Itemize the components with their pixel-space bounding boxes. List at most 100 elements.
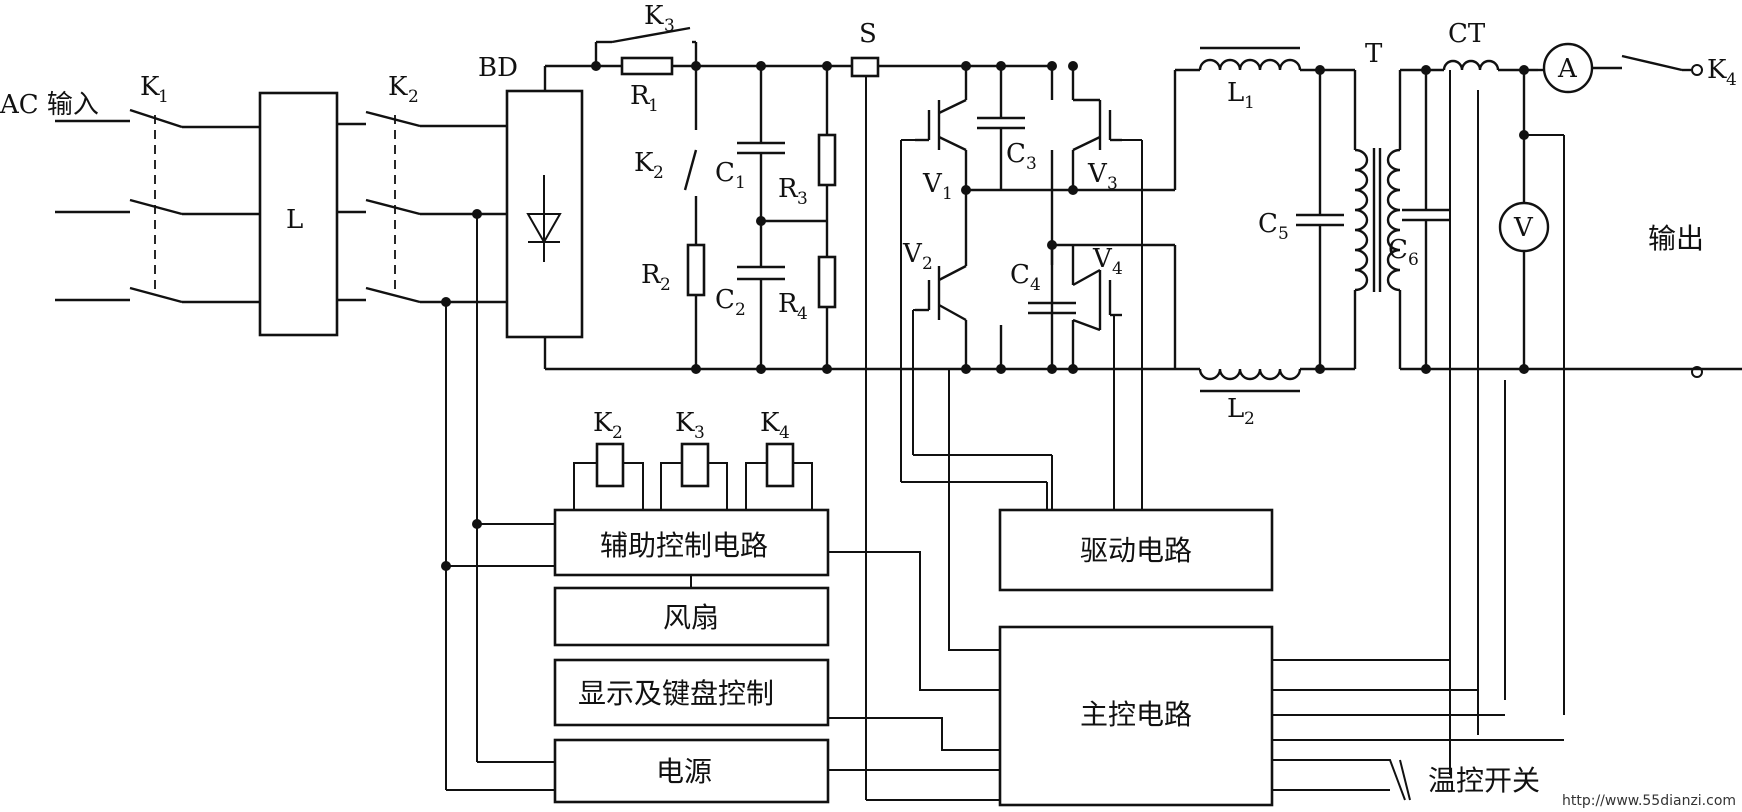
svg-text:L: L xyxy=(1227,78,1244,108)
transformer-t xyxy=(1354,148,1401,292)
v3-label: V 3 xyxy=(1087,159,1118,194)
svg-text:R: R xyxy=(630,81,651,111)
k3-top-label: K 3 xyxy=(644,1,675,36)
svg-text:C: C xyxy=(1258,209,1278,239)
v4-label: V 4 xyxy=(1092,244,1123,279)
k2-main-switch xyxy=(365,110,421,304)
relay-k3-coil xyxy=(660,442,728,510)
svg-text:C: C xyxy=(715,158,735,188)
svg-text:4: 4 xyxy=(797,304,808,324)
fan-block xyxy=(553,586,830,647)
v1-label: V 1 xyxy=(922,169,953,204)
aux-control-block xyxy=(553,508,830,577)
svg-text:K: K xyxy=(760,408,780,438)
v2-label: V 2 xyxy=(902,239,933,274)
relay-k4-label: K 4 xyxy=(760,408,790,443)
c5-label: C 5 xyxy=(1258,209,1289,244)
relay-k2-label: K 2 xyxy=(593,408,623,443)
r2-label: R 2 xyxy=(641,260,671,295)
svg-text:2: 2 xyxy=(735,300,746,320)
svg-text:L: L xyxy=(1227,394,1244,424)
output-label: 输出 xyxy=(1648,222,1704,255)
svg-text:2: 2 xyxy=(653,163,664,183)
aux-control-label: 辅助控制电路 xyxy=(600,529,768,562)
l-filter-block xyxy=(258,91,339,337)
r3-resistor xyxy=(817,133,837,187)
diode-icon xyxy=(526,175,562,262)
t-label: T xyxy=(1365,39,1383,69)
igbt-v3 xyxy=(1072,98,1122,152)
svg-text:K: K xyxy=(675,408,695,438)
display-keyboard-block xyxy=(553,658,830,727)
r3-label: R 3 xyxy=(778,174,808,209)
voltmeter-label: V xyxy=(1513,213,1534,243)
inductor-l2 xyxy=(1198,368,1302,393)
l2-label: L 2 xyxy=(1227,394,1255,429)
ct-label: CT xyxy=(1448,19,1486,49)
r4-label: R 4 xyxy=(778,289,808,324)
fan-label: 风扇 xyxy=(663,601,719,634)
svg-text:C: C xyxy=(1006,139,1026,169)
svg-text:C: C xyxy=(1388,235,1408,265)
svg-text:1: 1 xyxy=(648,96,659,116)
igbt-v4 xyxy=(1072,268,1122,332)
svg-text:4: 4 xyxy=(1726,70,1737,90)
s-label: S xyxy=(859,19,877,49)
driver-label: 驱动电路 xyxy=(1080,534,1192,567)
k4-output-switch xyxy=(1621,54,1683,72)
svg-text:1: 1 xyxy=(942,184,953,204)
watermark: http://www.55dianzi.com xyxy=(1562,793,1736,809)
svg-text:2: 2 xyxy=(612,423,623,443)
svg-text:4: 4 xyxy=(779,423,790,443)
svg-text:K: K xyxy=(593,408,613,438)
svg-text:1: 1 xyxy=(735,173,746,193)
relay-k2-coil xyxy=(573,442,644,510)
driver-block xyxy=(998,508,1274,592)
svg-text:C: C xyxy=(1010,260,1030,290)
svg-text:2: 2 xyxy=(660,275,671,295)
svg-text:3: 3 xyxy=(797,189,808,209)
current-sensor-s xyxy=(850,56,880,78)
svg-text:R: R xyxy=(778,289,799,319)
k4-output-label: K 4 xyxy=(1707,55,1737,90)
main-control-block xyxy=(998,625,1274,807)
svg-text:1: 1 xyxy=(1244,93,1255,113)
c1-label: C 1 xyxy=(715,158,746,193)
c2-label: C 2 xyxy=(715,285,746,320)
k1-label: K 1 xyxy=(140,72,169,107)
power-label: 电源 xyxy=(656,755,712,788)
svg-text:K: K xyxy=(388,72,408,102)
svg-text:K: K xyxy=(140,72,160,102)
r2-resistor xyxy=(686,243,706,297)
svg-text:3: 3 xyxy=(694,423,705,443)
k2-main-label: K 2 xyxy=(388,72,419,107)
igbt-v2 xyxy=(915,264,967,322)
c6-label: C 6 xyxy=(1388,235,1419,270)
svg-text:3: 3 xyxy=(664,16,675,36)
ammeter-label: A xyxy=(1557,54,1578,84)
inductor-l1 xyxy=(1198,46,1302,71)
k2-bypass-label: K 2 xyxy=(634,148,664,183)
ac-input-label: AC 输入 xyxy=(0,90,99,120)
c4-label: C 4 xyxy=(1010,260,1041,295)
r4-resistor xyxy=(817,255,837,309)
svg-text:K: K xyxy=(634,148,654,178)
igbt-v1 xyxy=(915,98,967,152)
svg-text:V: V xyxy=(1092,244,1113,274)
l1-label: L 1 xyxy=(1227,78,1255,113)
l-filter-label: L xyxy=(286,205,303,235)
bd-label: BD xyxy=(478,53,518,83)
svg-text:V: V xyxy=(902,239,923,269)
svg-text:2: 2 xyxy=(1244,409,1255,429)
svg-text:K: K xyxy=(644,1,664,31)
svg-text:5: 5 xyxy=(1278,224,1289,244)
temp-switch-label: 温控开关 xyxy=(1428,764,1540,797)
svg-text:6: 6 xyxy=(1408,250,1419,270)
main-control-label: 主控电路 xyxy=(1080,698,1192,731)
svg-text:V: V xyxy=(1087,159,1108,189)
svg-text:2: 2 xyxy=(922,254,933,274)
r1-resistor xyxy=(620,56,674,76)
svg-text:3: 3 xyxy=(1026,154,1037,174)
